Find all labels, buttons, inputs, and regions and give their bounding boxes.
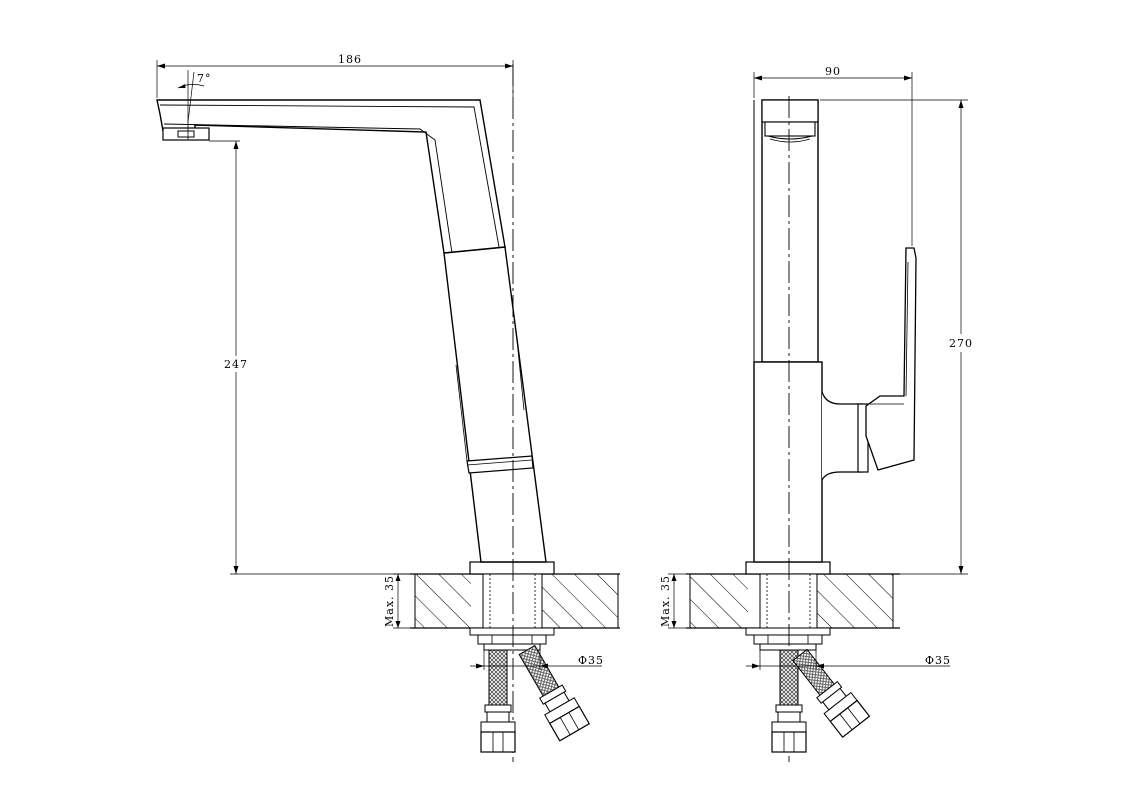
front-view: 90 270 Max. 35 Φ35 <box>659 65 973 762</box>
side-dim-angle: 7° <box>177 70 212 123</box>
side-view: 186 7° 247 Max. 35 <box>156 53 620 762</box>
front-counter-label: Max. 35 <box>659 575 672 627</box>
side-base <box>469 561 555 651</box>
side-hoses <box>480 644 591 753</box>
side-dim-width: 186 <box>156 53 514 98</box>
side-body <box>443 246 547 563</box>
side-dim-counter: Max. 35 <box>383 573 415 629</box>
front-countertop <box>686 573 900 629</box>
side-dim-hole: Φ35 <box>470 650 604 670</box>
front-dim-height: 270 <box>820 99 973 575</box>
side-dim-height: 247 <box>209 140 410 575</box>
side-width-label: 186 <box>338 53 362 66</box>
side-hole-label: Φ35 <box>578 654 604 667</box>
front-hoses <box>771 648 871 753</box>
front-base <box>745 561 831 651</box>
front-height-label: 270 <box>949 337 973 350</box>
front-handle <box>821 247 917 481</box>
front-spout-column <box>761 99 819 363</box>
side-angle-label: 7° <box>197 72 212 85</box>
front-dim-width: 90 <box>753 65 913 246</box>
front-body <box>753 100 823 563</box>
side-height-label: 247 <box>224 358 248 371</box>
side-counter-label: Max. 35 <box>383 575 396 627</box>
front-width-label: 90 <box>825 65 841 78</box>
front-dim-counter: Max. 35 <box>659 573 690 629</box>
front-hole-label: Φ35 <box>925 654 951 667</box>
side-spout <box>156 99 506 254</box>
front-dim-hole: Φ35 <box>746 650 951 670</box>
